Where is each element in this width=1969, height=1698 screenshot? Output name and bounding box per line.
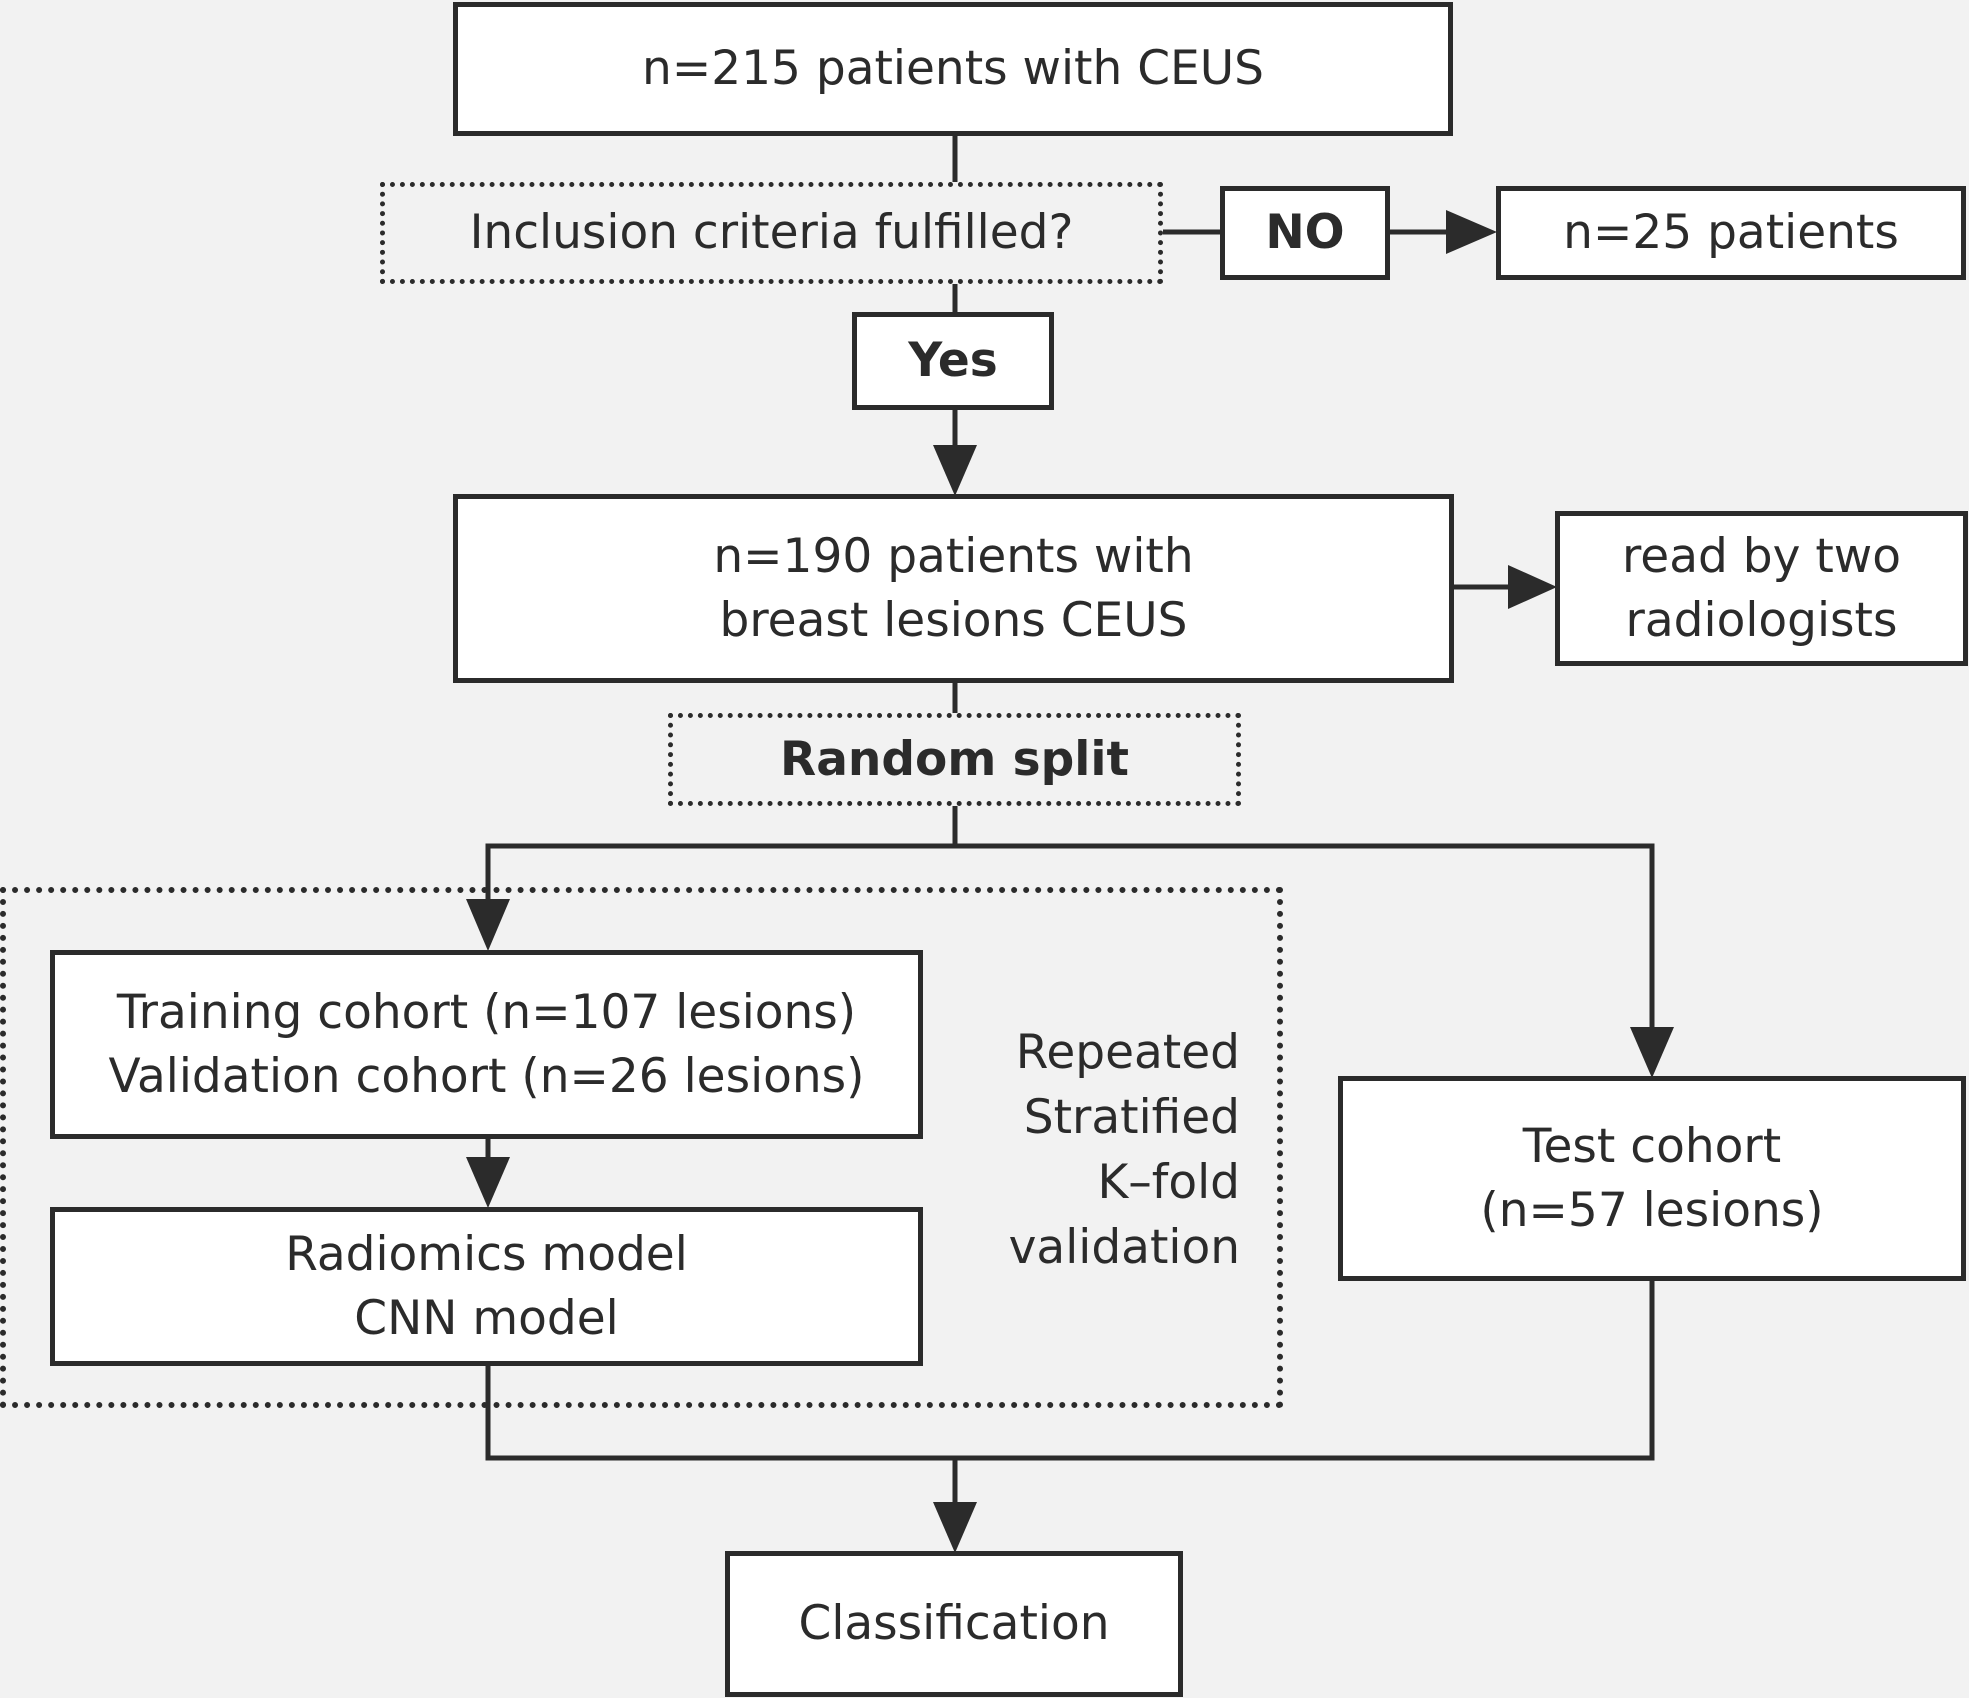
models-node-line2: CNN model (354, 1290, 619, 1346)
test-node-line1: Test cohort (1522, 1118, 1782, 1174)
arrowhead-included-readers (1508, 565, 1557, 609)
training-node-line2: Validation cohort (n=26 lesions) (108, 1048, 865, 1104)
arrowhead-split-test (1630, 1027, 1674, 1078)
no-node: NO (1220, 186, 1390, 280)
yes-node: Yes (852, 312, 1054, 410)
no-node-label: NO (1265, 205, 1345, 260)
classification-node-label: Classification (798, 1596, 1110, 1651)
inclusion-decision-label: Inclusion criteria fulfilled? (469, 205, 1074, 260)
excluded-node-label: n=25 patients (1563, 205, 1899, 260)
random-split-node: Random split (668, 713, 1241, 806)
kfold-label: Repeated Stratified K–fold validation (960, 1020, 1240, 1280)
random-split-label: Random split (780, 731, 1129, 787)
models-node: Radiomics model CNN model (50, 1207, 923, 1366)
arrowhead-split-training (466, 899, 510, 951)
models-node-line1: Radiomics model (285, 1226, 688, 1282)
test-node-line2: (n=57 lesions) (1480, 1182, 1824, 1238)
readers-node-line2: radiologists (1625, 592, 1898, 648)
training-node: Training cohort (n=107 lesions) Validati… (50, 950, 923, 1139)
arrowhead-merge-classification (933, 1502, 977, 1553)
yes-node-label: Yes (908, 333, 998, 388)
included-node-line1: n=190 patients with (713, 528, 1194, 584)
included-node: n=190 patients with breast lesions CEUS (453, 494, 1454, 683)
kfold-region (0, 887, 1283, 1408)
kfold-label-line3: K–fold (1097, 1155, 1240, 1210)
test-node: Test cohort (n=57 lesions) (1338, 1076, 1966, 1281)
start-node-label: n=215 patients with CEUS (642, 41, 1264, 96)
kfold-label-line4: validation (1008, 1220, 1240, 1275)
included-node-line2: breast lesions CEUS (719, 592, 1188, 648)
arrowhead-no-excluded (1446, 210, 1497, 254)
arrowhead-training-models (466, 1157, 510, 1208)
inclusion-decision-node: Inclusion criteria fulfilled? (380, 182, 1163, 284)
readers-node-line1: read by two (1622, 528, 1901, 584)
excluded-node: n=25 patients (1496, 186, 1966, 280)
connector-merge (485, 1279, 1655, 1461)
classification-node: Classification (725, 1551, 1183, 1697)
readers-node: read by two radiologists (1555, 511, 1968, 666)
start-node: n=215 patients with CEUS (453, 2, 1453, 136)
arrowhead-yes-included (933, 445, 977, 496)
kfold-label-line2: Stratified (1023, 1090, 1240, 1145)
kfold-label-line1: Repeated (1015, 1025, 1240, 1080)
training-node-line1: Training cohort (n=107 lesions) (116, 984, 857, 1040)
